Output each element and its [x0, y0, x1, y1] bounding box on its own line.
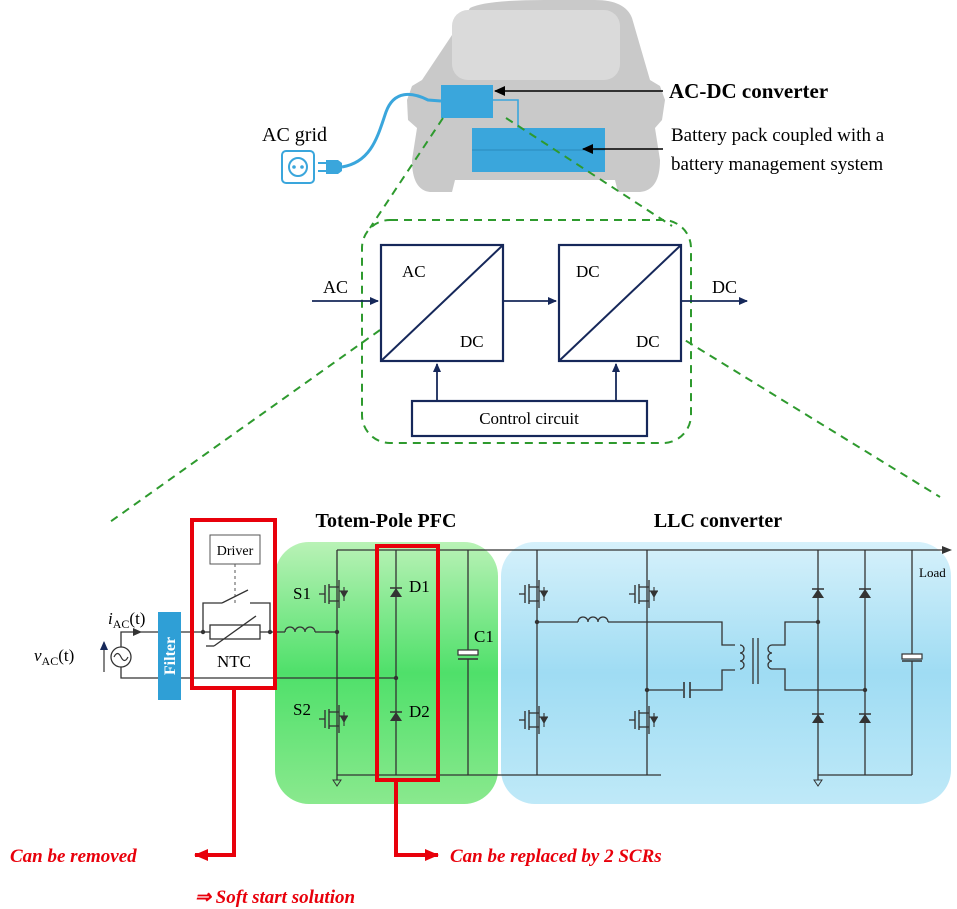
ac-input-label: AC: [323, 277, 348, 297]
filter-label: Filter: [162, 637, 179, 675]
s2-label: S2: [293, 700, 311, 719]
converter-battery-link: [493, 99, 519, 128]
llc-title: LLC converter: [654, 510, 782, 532]
pfc-region: [275, 542, 498, 804]
transformer-primary: [739, 644, 745, 670]
output-capacitor-icon: [901, 653, 923, 660]
dc-dc-block-bottom-label: DC: [636, 332, 660, 351]
car-window: [452, 10, 620, 80]
zoom-dashed-frame: [361, 219, 692, 444]
pfc-inductor: [284, 626, 316, 633]
dc-output-label: DC: [712, 277, 737, 297]
converter-box: [441, 85, 493, 118]
inrush-limiter: Driver NTC: [200, 534, 285, 671]
driver-box: [209, 534, 261, 565]
current-arg: (t): [129, 609, 145, 628]
llc-circuit: Load: [497, 546, 952, 787]
ac-dc-block: AC DC: [379, 243, 505, 363]
replaced-annotation: Can be replaced by 2 SCRs: [450, 846, 662, 867]
pfc-title: Totem-Pole PFC: [316, 510, 457, 532]
transformer-secondary: [767, 644, 773, 670]
c1-capacitor-icon: [457, 649, 479, 656]
charging-cable: [341, 92, 442, 169]
removed-callout-arrow: [194, 688, 236, 861]
pfc-ground-icon: [332, 775, 342, 787]
voltage-label: vAC(t): [34, 646, 74, 668]
load-label: Load: [919, 565, 946, 580]
dc-dc-block-top-label: DC: [576, 262, 600, 281]
converter-label: AC-DC converter: [669, 79, 828, 103]
socket-icon: [281, 150, 315, 184]
soft-start-annotation: ⇒ Soft start solution: [195, 887, 355, 908]
current-arrow-icon: [133, 628, 142, 636]
battery-label-line2: battery management system: [671, 154, 883, 175]
c1-label: C1: [474, 627, 494, 646]
control-circuit-block: Control circuit: [410, 363, 649, 438]
ac-grid-label: AC grid: [262, 124, 327, 146]
voltage-sub: AC: [42, 654, 59, 668]
d2-label: D2: [409, 702, 430, 721]
llc-region: [501, 542, 951, 804]
battery-label-line1: Battery pack coupled with a: [671, 125, 885, 146]
plug-icon: [318, 160, 342, 174]
ac-source-icon: [110, 631, 158, 679]
zoom-guides: [109, 117, 941, 523]
driver-label: Driver: [217, 544, 254, 559]
current-sub: AC: [113, 617, 130, 631]
ntc-resistor: [209, 624, 261, 640]
llc-resonant-inductor: [577, 616, 609, 623]
voltage-arg: (t): [58, 646, 74, 665]
filter-block: Filter: [158, 612, 181, 700]
voltage-symbol: v: [34, 646, 42, 665]
replaced-callout-arrow: [394, 780, 439, 861]
ntc-label: NTC: [217, 652, 251, 671]
electric-vehicle: [407, 0, 665, 192]
load-arrow-icon: [942, 546, 952, 554]
diode-highlight-box: [375, 544, 440, 782]
d1-label: D1: [409, 577, 430, 596]
control-circuit-label: Control circuit: [479, 409, 579, 428]
removed-annotation: Can be removed: [10, 846, 137, 867]
llc-ground-icon: [813, 775, 823, 787]
current-symbol: i: [108, 609, 113, 628]
current-label: iAC(t): [108, 609, 145, 631]
ac-dc-block-bottom-label: DC: [460, 332, 484, 351]
ac-dc-block-top-label: AC: [402, 262, 426, 281]
dc-dc-block: DC DC: [557, 243, 683, 363]
s1-label: S1: [293, 584, 311, 603]
